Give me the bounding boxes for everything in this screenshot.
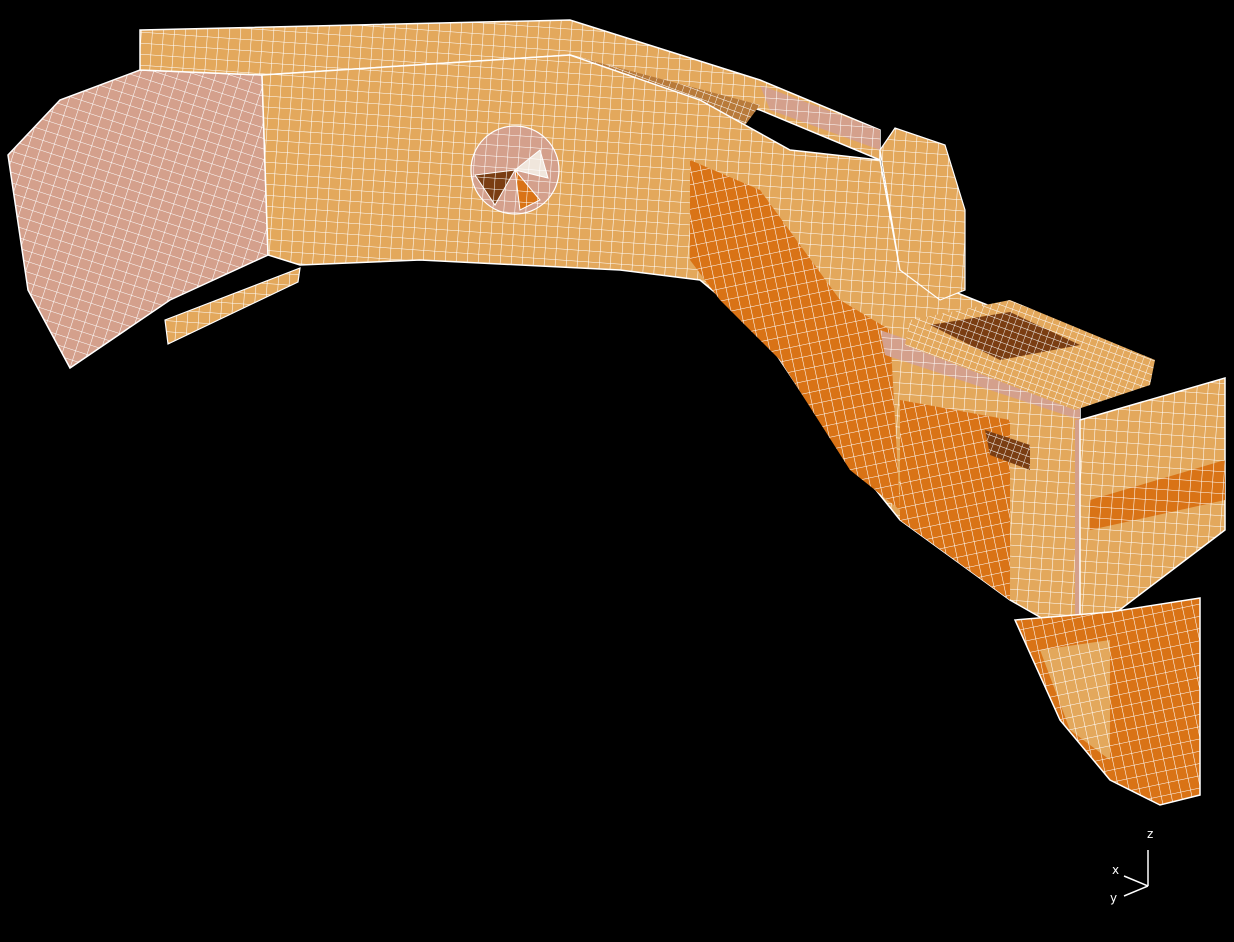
hatched-accent bbox=[985, 430, 1030, 470]
top-flange-strip bbox=[139, 19, 881, 162]
upper-bracket-tab bbox=[879, 127, 966, 301]
left-lower-flange bbox=[164, 267, 301, 345]
lower-right-bracket bbox=[1013, 597, 1201, 806]
mid-dense-band bbox=[905, 300, 1155, 410]
orange-side-wall bbox=[690, 160, 1010, 600]
left-end-panel bbox=[7, 69, 269, 370]
hole-feature bbox=[470, 125, 560, 215]
y-axis-label: y bbox=[1110, 891, 1117, 905]
z-axis-label: z bbox=[1147, 827, 1153, 841]
right-box-panel bbox=[1079, 377, 1226, 642]
axis-triad: z x y bbox=[1110, 827, 1153, 905]
x-axis-label: x bbox=[1112, 863, 1119, 877]
